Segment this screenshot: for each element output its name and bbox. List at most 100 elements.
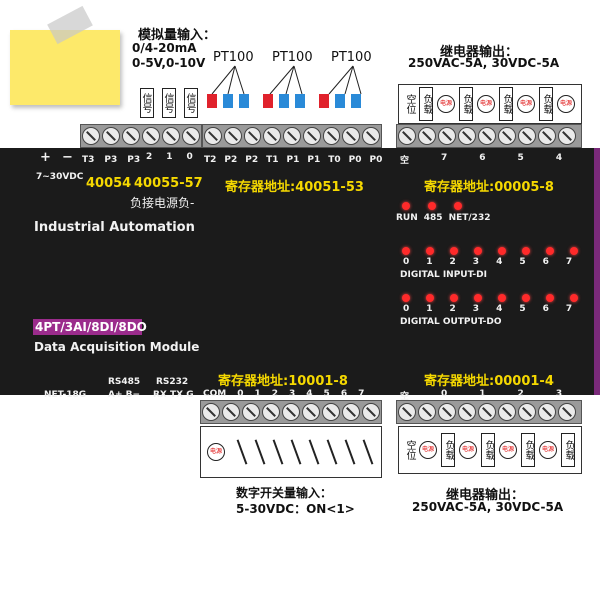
- terminal-screw[interactable]: [283, 127, 301, 145]
- power-symbol: 电源: [207, 443, 225, 461]
- di-led: [522, 247, 530, 255]
- terminal-screw[interactable]: [202, 403, 220, 421]
- terminal-screw[interactable]: [142, 127, 160, 145]
- terminal-label: 1: [166, 152, 173, 162]
- do-pin-labels: 空 0 1 2 3: [400, 389, 562, 402]
- terminal-label: 2: [146, 152, 153, 162]
- terminal-label: P0: [348, 155, 362, 165]
- do-numbers: 0 1 2 3 4 5 6 7: [403, 304, 572, 314]
- terminal-screw[interactable]: [222, 403, 240, 421]
- terminal-screw[interactable]: [242, 403, 260, 421]
- terminal-block-di: [200, 400, 382, 424]
- terminal-screw[interactable]: [182, 127, 200, 145]
- terminal-screw[interactable]: [498, 403, 516, 421]
- di-num: 6: [542, 257, 549, 267]
- pt-labels: T2 P2 P2 T1 P1 P1 T0 P0 P0: [204, 155, 382, 165]
- terminal-label: T2: [204, 155, 217, 165]
- do-num: 4: [496, 304, 503, 314]
- terminal-screw[interactable]: [518, 127, 536, 145]
- pin-label: 0: [237, 389, 244, 399]
- terminal-screw[interactable]: [438, 403, 456, 421]
- terminal-screw[interactable]: [102, 127, 120, 145]
- terminal-screw[interactable]: [243, 127, 262, 145]
- run-led: [402, 202, 410, 210]
- module-panel: [0, 148, 600, 395]
- terminal-screw[interactable]: [82, 127, 100, 145]
- terminal-screw[interactable]: [342, 127, 361, 145]
- terminal-screw[interactable]: [322, 403, 340, 421]
- status-led-labels: RUN 485 NET/232: [396, 213, 490, 223]
- load-box: 负载: [419, 87, 433, 121]
- di-led: [474, 247, 482, 255]
- register-10001-8: 寄存器地址:10001-8: [218, 374, 348, 389]
- terminal-label: 5: [517, 153, 524, 163]
- di-led: [402, 247, 410, 255]
- terminal-screw[interactable]: [398, 403, 416, 421]
- terminal-screw[interactable]: [438, 127, 456, 145]
- load-box: 负载: [561, 433, 575, 467]
- terminal-screw[interactable]: [122, 127, 140, 145]
- pt-cap-blue: [223, 94, 233, 108]
- terminal-screw[interactable]: [223, 127, 242, 145]
- power-symbol: 电源: [459, 441, 477, 459]
- terminal-screw[interactable]: [558, 403, 576, 421]
- terminal-screw[interactable]: [362, 127, 381, 145]
- net-led: [454, 202, 462, 210]
- analog-range-voltage: 0-5V,0-10V: [132, 56, 206, 70]
- switch: [290, 439, 302, 465]
- terminal-screw[interactable]: [362, 403, 380, 421]
- analog-title: 模拟量输入：: [138, 28, 217, 43]
- terminal-screw[interactable]: [458, 403, 476, 421]
- power-minus: −: [62, 150, 73, 165]
- terminal-screw[interactable]: [538, 403, 556, 421]
- terminal-label: T3: [82, 155, 95, 165]
- relay-top-title: 继电器输出：: [440, 45, 519, 60]
- rs232-pins: RX TX G: [153, 390, 194, 400]
- analog-range-current: 0/4-20mA: [132, 41, 197, 55]
- sticky-note: [10, 30, 120, 105]
- pt-cap-blue: [279, 94, 289, 108]
- led-label: NET/232: [448, 213, 491, 223]
- pin-label: 2: [271, 389, 279, 399]
- ai-labels: 2 1 0: [146, 152, 193, 162]
- pin-label: 3: [555, 389, 563, 399]
- terminal-screw[interactable]: [478, 127, 496, 145]
- terminal-screw[interactable]: [302, 403, 320, 421]
- terminal-block-relay-top: [396, 124, 582, 148]
- signal-box: 信号: [184, 88, 198, 118]
- do-led: [426, 294, 434, 302]
- terminal-label: P1: [307, 155, 321, 165]
- terminal-screw[interactable]: [282, 403, 300, 421]
- switch: [308, 439, 320, 465]
- load-box: 负载: [499, 87, 513, 121]
- do-led: [522, 294, 530, 302]
- terminal-screw[interactable]: [204, 127, 222, 145]
- terminal-screw[interactable]: [478, 403, 496, 421]
- terminal-screw[interactable]: [342, 403, 360, 421]
- terminal-screw[interactable]: [322, 127, 341, 145]
- pt100-label: PT100: [272, 50, 313, 65]
- terminal-screw[interactable]: [418, 403, 436, 421]
- terminal-screw[interactable]: [498, 127, 516, 145]
- 485-led: [428, 202, 436, 210]
- module-name: Data Acquisition Module: [34, 340, 200, 354]
- terminal-screw[interactable]: [458, 127, 476, 145]
- terminal-screw[interactable]: [558, 127, 576, 145]
- switch: [272, 439, 284, 465]
- terminal-screw[interactable]: [418, 127, 436, 145]
- do-num: 6: [542, 304, 549, 314]
- terminal-screw[interactable]: [398, 127, 416, 145]
- terminal-screw[interactable]: [518, 403, 536, 421]
- terminal-label: T0: [328, 155, 341, 165]
- terminal-screw[interactable]: [162, 127, 180, 145]
- terminal-screw[interactable]: [302, 127, 321, 145]
- pin-label: 0: [441, 389, 448, 399]
- power-symbol: 电源: [517, 95, 535, 113]
- terminal-screw[interactable]: [262, 403, 280, 421]
- terminal-screw[interactable]: [538, 127, 556, 145]
- terminal-label: P2: [224, 155, 238, 165]
- led-label: 485: [423, 213, 443, 223]
- relay-bottom-rating: 250VAC-5A, 30VDC-5A: [412, 500, 564, 514]
- pt3-labels: T3 P3 P3: [82, 155, 140, 165]
- terminal-screw[interactable]: [263, 127, 282, 145]
